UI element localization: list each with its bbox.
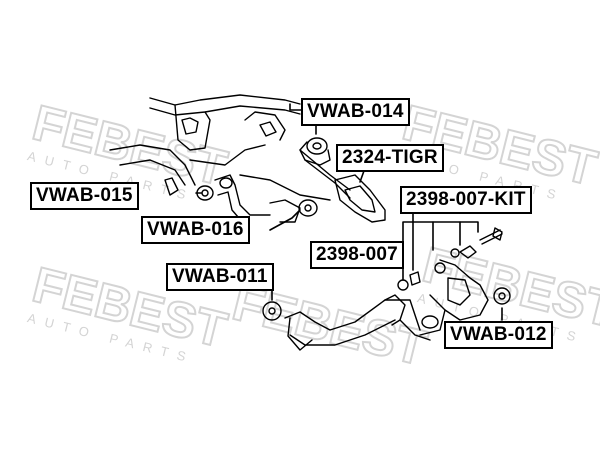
- knuckle-drawing: [419, 259, 511, 336]
- part-label-2398-007-kit: 2398-007-KIT: [400, 186, 532, 214]
- part-label-2324-tigr: 2324-TIGR: [336, 144, 444, 172]
- part-label-vwab-012: VWAB-012: [444, 321, 553, 349]
- subframe-drawing: [109, 94, 331, 201]
- part-label-vwab-015: VWAB-015: [30, 182, 139, 210]
- part-label-2398-007: 2398-007: [310, 241, 404, 269]
- part-label-vwab-014: VWAB-014: [301, 98, 410, 126]
- trailing-arm-drawing: [262, 294, 431, 351]
- leader-lines: [195, 103, 503, 321]
- link-bushing-drawing: [269, 199, 318, 223]
- part-label-vwab-016: VWAB-016: [141, 216, 250, 244]
- part-label-vwab-011: VWAB-011: [166, 263, 274, 291]
- bolt-kit-drawing: [397, 227, 503, 291]
- upper-link-drawing: [299, 137, 351, 199]
